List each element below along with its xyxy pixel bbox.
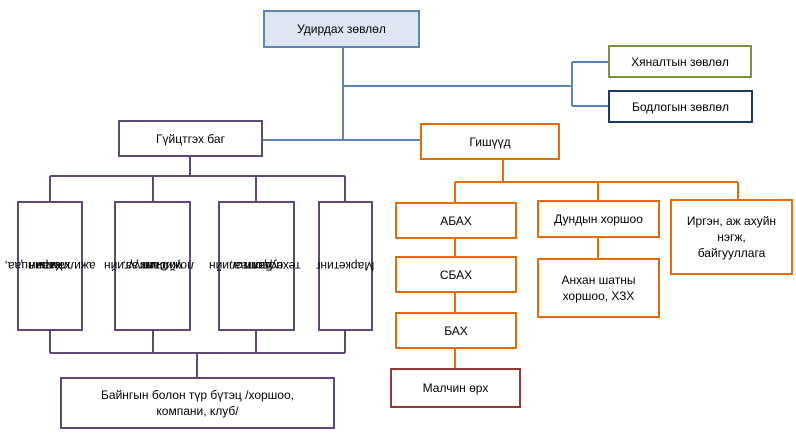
supervisory-board-label: Хяналтын зөвлөл [631, 54, 729, 69]
abah-label: АБАХ [440, 213, 472, 228]
department-research-box: Бэлтгэлийн судалгаа, технологи [208, 201, 301, 331]
department-finance-box: Санхүүгийн үйлчилгээ, ложистик [104, 201, 195, 331]
exec-team-box: Гүйцтгэх баг [118, 120, 263, 157]
herder-household-box: Малчин өрх [390, 368, 521, 408]
policy-board-box: Бодлогын зөвлөл [608, 90, 753, 123]
permanent-structure-box: Байнгын болон түр бүтэц /хоршоо, компани… [60, 377, 335, 429]
middle-coop-box: Дундын хоршоо [537, 200, 660, 238]
herder-household-label: Малчин өрх [422, 381, 489, 395]
middle-coop-label: Дундын хоршоо [554, 212, 643, 226]
department-finance-label: Санхүүгийн үйлчилгээ, ложистик [104, 259, 195, 273]
abah-box: АБАХ [395, 202, 517, 239]
members-label: Гишүүд [469, 134, 511, 149]
permanent-structure-label: Байнгын болон түр бүтэц /хоршоо, компани… [101, 388, 294, 418]
department-research-label: Бэлтгэлийн судалгаа, технологи [208, 259, 301, 273]
citizens-box: Иргэн, аж ахуйн нэгж, байгууллага [670, 199, 793, 275]
department-relations-label: Харилцаа, хамтын ажиллагаа [4, 259, 96, 273]
policy-board-label: Бодлогын зөвлөл [631, 99, 729, 114]
supervisory-board-box: Хяналтын зөвлөл [608, 45, 752, 78]
sbah-box: СБАХ [395, 256, 517, 293]
board-label: Удирдах зөвлөл [297, 22, 386, 36]
bah-box: БАХ [395, 312, 517, 349]
department-marketing-label: Маркетинг [316, 259, 375, 273]
exec-team-label: Гүйцтгэх баг [156, 131, 225, 146]
members-box: Гишүүд [420, 123, 560, 160]
sbah-label: СБАХ [439, 267, 473, 282]
department-relations-box: Харилцаа, хамтын ажиллагаа [4, 201, 96, 331]
department-marketing-box: Маркетинг [316, 201, 375, 331]
board-box: Удирдах зөвлөл [263, 10, 420, 48]
bah-label: БАХ [444, 323, 468, 338]
primary-coop-box: Анхан шатны хоршоо, ХЗХ [537, 258, 660, 318]
primary-coop-label: Анхан шатны хоршоо, ХЗХ [561, 273, 636, 303]
citizens-label: Иргэн, аж ахуйн нэгж, байгууллага [686, 214, 777, 260]
